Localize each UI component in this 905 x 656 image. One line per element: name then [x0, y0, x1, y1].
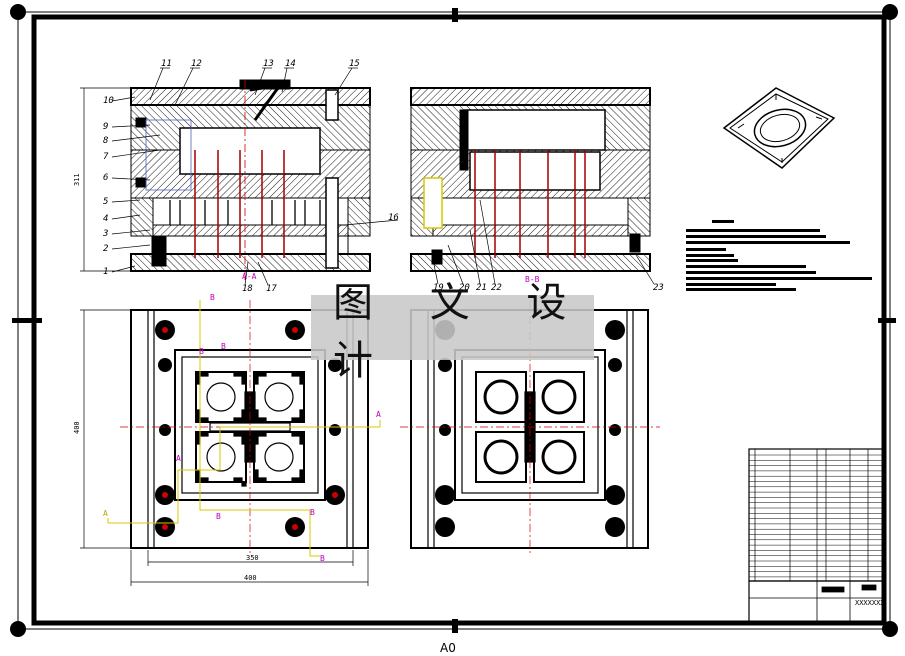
dimension-label: 400 [244, 574, 257, 582]
callout-number: 6 [103, 173, 108, 183]
callout-number: 10 [103, 96, 114, 106]
callout-number: 16 [388, 213, 399, 223]
callout-number: 8 [103, 136, 108, 146]
centerlines-plan-right [400, 300, 660, 556]
section-label-aa: A-A [242, 272, 257, 281]
section-label-bb: B-B [525, 275, 540, 284]
callout-number: 15 [349, 59, 360, 69]
callout-number: 23 [653, 283, 664, 293]
callout-number: 3 [102, 229, 108, 239]
cut-letter: A [176, 454, 181, 463]
watermark-text: 图 文 设 计 [333, 279, 589, 384]
title-block [748, 580, 885, 624]
parts-list-rows [749, 454, 884, 578]
plan-view-fixed-bolt-centers [162, 327, 338, 530]
callout-number: 12 [191, 59, 202, 69]
sheet-size-label: A0 [440, 641, 456, 655]
callout-number: 13 [263, 59, 274, 69]
callout-number: 5 [103, 197, 108, 207]
callout-number: 11 [161, 59, 172, 69]
technical-notes [686, 220, 872, 291]
drawing-number: XXXXXXX [855, 599, 885, 607]
callout-leaders-top [149, 67, 358, 106]
plan-view-moving-half [410, 309, 649, 549]
cut-line-a [107, 420, 381, 524]
callout-number: 19 [433, 283, 444, 293]
cut-letter: B [221, 342, 226, 351]
dimension-plan [80, 309, 369, 586]
section-view-bb [410, 87, 651, 272]
callout-number: 4 [103, 214, 108, 224]
callout-leaders-left [111, 96, 161, 273]
cut-letter: B [199, 347, 204, 356]
callout-leaders-bottom-right [431, 199, 655, 285]
callout-numbers-left: 10 9 8 7 6 5 4 3 2 1 [102, 96, 114, 277]
callout-leader [344, 219, 399, 226]
dimension-label: 311 [73, 173, 81, 186]
callout-number: 17 [266, 284, 277, 294]
cut-letter: A [376, 410, 381, 419]
callout-numbers-top: 11 12 13 14 15 [161, 59, 360, 69]
cut-letter: B [210, 293, 215, 302]
cut-line-b [199, 300, 320, 557]
callout-number: 22 [491, 283, 502, 293]
callout-numbers-bottom-right: 19 20 21 22 23 [433, 283, 664, 293]
callout-number: 18 [242, 284, 253, 294]
callout-number: 9 [103, 122, 108, 132]
dimension-height-front [80, 87, 131, 272]
callout-number: 20 [459, 283, 470, 293]
dimension-label: 350 [246, 554, 259, 562]
callout-number: 7 [103, 152, 109, 162]
cut-letter: B [216, 512, 221, 521]
callout-number: 21 [476, 283, 487, 293]
cut-letter: B [320, 554, 325, 563]
section-view-aa [130, 79, 371, 280]
sheet-border [10, 4, 898, 637]
dimension-label: 400 [73, 421, 81, 434]
plan-view-fixed-half [130, 309, 369, 549]
callout-number: 1 [103, 267, 108, 277]
cut-letter: A [103, 509, 108, 518]
cut-letter: B [310, 508, 315, 517]
callout-leaders-bottom-left [244, 261, 269, 286]
watermark-overlay: 图 文 设 计 [311, 280, 594, 384]
callout-number: 14 [285, 59, 296, 69]
part-isometric [722, 87, 836, 169]
callout-number: 2 [103, 244, 108, 254]
